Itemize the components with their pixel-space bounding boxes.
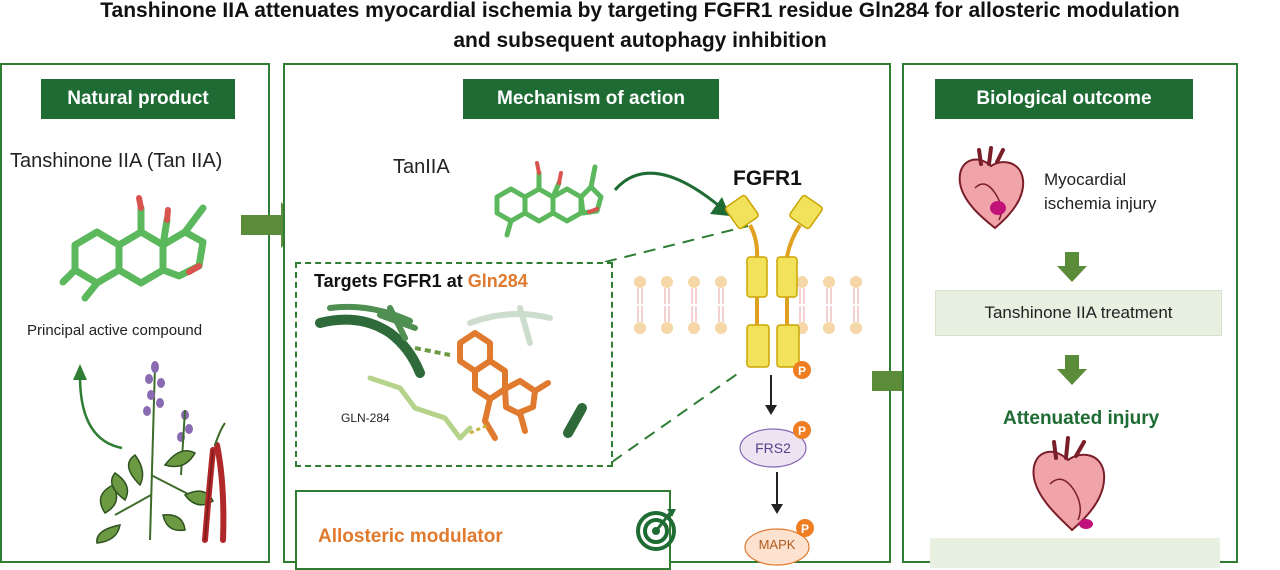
injury-label-line2: ischemia injury: [1044, 194, 1157, 213]
lipid-head: [715, 276, 727, 288]
lipid-head: [688, 322, 700, 334]
lipid-head: [661, 322, 673, 334]
mechanism-header: Mechanism of action: [463, 79, 719, 119]
allosteric-modulator-title: Allosteric modulator: [318, 526, 503, 547]
curved-up-arrow: [73, 364, 123, 450]
fgfr1-receptor-dimer: P: [725, 194, 823, 379]
biological-outcome-header: Biological outcome: [935, 79, 1193, 119]
down-arrow-1: [1057, 252, 1087, 282]
tan-iia-small-molecule: [494, 161, 604, 238]
lipid-head: [634, 276, 646, 288]
lipid-head: [796, 276, 808, 288]
treatment-box: [935, 290, 1222, 336]
docking-structure-render: [315, 303, 587, 441]
lipid-head: [823, 276, 835, 288]
treatment-label: Tanshinone IIA treatment: [984, 303, 1173, 322]
lipid-head: [850, 276, 862, 288]
signal-arrow-1: [765, 375, 777, 415]
natural-product-header: Natural product: [41, 79, 235, 119]
mapk-phospho-label: P: [801, 522, 809, 536]
mapk-node: MAPK P: [744, 519, 814, 566]
lipid-head: [661, 276, 673, 288]
outcome-bottom-box: [930, 538, 1220, 568]
signal-arrow-2: [771, 472, 783, 514]
healed-heart-icon: [1032, 436, 1106, 532]
lipid-head: [634, 322, 646, 334]
injury-label-line1: Myocardial: [1044, 170, 1127, 189]
receptor-phospho-label: P: [798, 364, 806, 378]
residue-label: GLN-284: [341, 411, 390, 425]
inset-title-prefix: Targets FGFR1 at: [314, 271, 468, 291]
lipid-head: [823, 322, 835, 334]
frs2-phospho-label: P: [798, 424, 806, 438]
zoom-dashed-lines: [604, 225, 749, 463]
lipid-head: [688, 276, 700, 288]
receptor-label: FGFR1: [733, 167, 802, 190]
down-arrow-2: [1057, 355, 1087, 385]
figure-title-line2: and subsequent autophagy inhibition: [453, 29, 827, 52]
target-icon: [636, 509, 676, 551]
tanshinone-molecule-3d: [59, 195, 207, 302]
lipid-head: [715, 322, 727, 334]
result-label: Attenuated injury: [1003, 408, 1160, 429]
figure-title-line1: Tanshinone IIA attenuates myocardial isc…: [100, 0, 1180, 22]
inset-title: Targets FGFR1 at Gln284: [314, 271, 528, 292]
injured-heart-icon: [958, 146, 1025, 230]
salvia-plant-icon: [96, 361, 227, 544]
frs2-node: FRS2 P: [739, 421, 811, 468]
ligand-label: TanIIA: [393, 156, 450, 178]
compound-caption: Principal active compound: [27, 322, 203, 339]
frs2-label: FRS2: [755, 440, 791, 456]
cell-membrane: [634, 276, 862, 334]
compound-name: Tanshinone IIA (Tan IIA): [10, 150, 223, 172]
inset-title-residue: Gln284: [467, 271, 528, 291]
binding-arrow: [613, 171, 730, 216]
lipid-head: [850, 322, 862, 334]
